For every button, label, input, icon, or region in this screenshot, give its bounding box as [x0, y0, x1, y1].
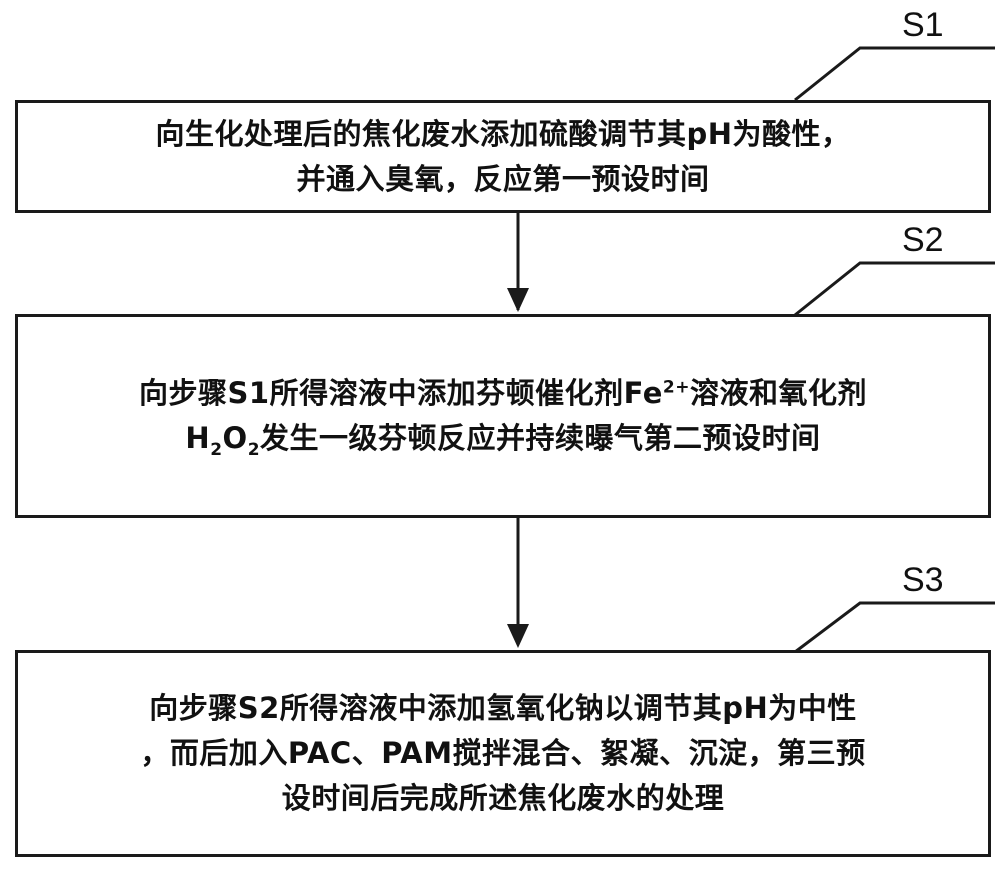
text-segment: 向生化处理后的焦化废水添加硫酸调节其pH为酸性，	[155, 116, 851, 151]
subscript: 2	[247, 439, 261, 460]
text-segment: H	[185, 421, 211, 455]
step-text-line: 向生化处理后的焦化废水添加硫酸调节其pH为酸性，	[155, 112, 850, 157]
leader-line-s1	[794, 46, 995, 102]
step-box-s3: 向步骤S2所得溶液中添加氢氧化钠以调节其pH为中性 ，而后加入PAC、PAM搅拌混…	[15, 650, 991, 857]
text-segment: 向步骤S2所得溶液中添加氢氧化钠以调节其pH为中性	[149, 691, 857, 725]
step-text-line: 设时间后完成所述焦化废水的处理	[282, 776, 725, 821]
step-text-line: H2O2发生一级芬顿反应并持续曝气第二预设时间	[185, 416, 820, 461]
step-text-line: 向步骤S2所得溶液中添加氢氧化钠以调节其pH为中性	[149, 686, 857, 731]
step-label-s3: S3	[902, 561, 944, 599]
superscript: 2+	[662, 377, 690, 398]
subscript: 2	[210, 439, 223, 460]
leader-line-s3	[794, 601, 995, 654]
step-box-s1: 向生化处理后的焦化废水添加硫酸调节其pH为酸性， 并通入臭氧，反应第一预设时间	[15, 100, 991, 213]
step-text-line: 并通入臭氧，反应第一预设时间	[296, 157, 709, 202]
text-segment: 设时间后完成所述焦化废水的处理	[281, 781, 725, 815]
text-segment: 并通入臭氧，反应第一预设时间	[296, 161, 710, 196]
text-segment: 发生一级芬顿反应并持续曝气第二预设时间	[260, 421, 821, 455]
arrowhead-s1-to-s2	[507, 288, 529, 312]
step-text-line: 向步骤S1所得溶液中添加芬顿催化剂Fe2+溶液和氧化剂	[139, 371, 867, 416]
text-segment: O	[222, 421, 248, 455]
step-label-s1: S1	[902, 6, 944, 44]
text-segment: ，而后加入PAC、PAM搅拌混合、絮凝、沉淀，第三预	[140, 736, 866, 770]
text-segment: 向步骤S1所得溶液中添加芬顿催化剂Fe	[139, 376, 663, 410]
step-text-line: ，而后加入PAC、PAM搅拌混合、絮凝、沉淀，第三预	[140, 731, 865, 776]
arrowhead-s2-to-s3	[507, 624, 529, 648]
leader-line-s2	[794, 261, 995, 317]
text-segment: 溶液和氧化剂	[689, 376, 867, 410]
step-label-s2: S2	[902, 221, 944, 259]
